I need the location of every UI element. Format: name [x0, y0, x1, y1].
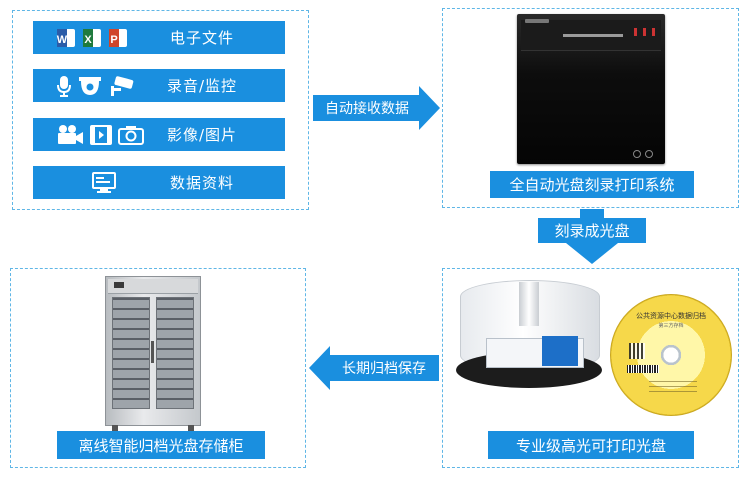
source-label: 电子文件	[169, 29, 234, 47]
cabinet-display	[114, 282, 124, 288]
source-bar-electronic-files: W X P 电子文件	[33, 21, 285, 54]
cabinet-top-panel	[108, 279, 198, 294]
cabinet-foot-left	[112, 425, 118, 431]
disc-title: 公共资源中心数据归档	[636, 312, 706, 320]
arrow-right	[313, 86, 440, 130]
photo-camera-icon	[118, 125, 144, 145]
disc-burner-printer-image	[517, 14, 665, 164]
source-bar-images-pictures: 影像/图片	[33, 118, 285, 151]
printable-disc-image: 公共资源中心数据归档 第三方存档	[610, 294, 732, 416]
svg-text:X: X	[84, 34, 92, 46]
computer-icon	[92, 171, 116, 193]
film-icon	[90, 124, 112, 145]
caption-printer: 全自动光盘刻录打印系统	[490, 171, 694, 198]
source-label: 数据资料	[169, 174, 234, 192]
source-label: 录音/监控	[166, 77, 238, 95]
caption-discs: 专业级高光可打印光盘	[488, 431, 694, 459]
cabinet-right-door	[156, 297, 194, 409]
word-icon: W	[57, 28, 75, 47]
printer-logo	[525, 19, 549, 23]
dome-camera-icon	[79, 76, 101, 95]
spindle-label-stripe	[542, 336, 578, 366]
arrow-label-archive: 长期归档保存	[342, 361, 426, 377]
disc-qr-code	[629, 343, 645, 359]
storage-cabinet-image	[105, 276, 201, 431]
source-bar-data-materials: 数据资料	[33, 166, 285, 199]
svg-text:P: P	[110, 34, 117, 46]
arrow-label-burn: 刻录成光盘	[538, 218, 646, 243]
caption-cabinet: 离线智能归档光盘存储柜	[57, 431, 265, 459]
cabinet-foot-right	[188, 425, 194, 431]
disc-subtitle: 第三方存档	[658, 323, 684, 329]
svg-text:W: W	[57, 34, 68, 46]
indicator-lights	[634, 28, 655, 36]
arrow-left	[309, 346, 439, 390]
arrow-label-receive: 自动接收数据	[325, 101, 409, 117]
video-camera-icon	[58, 124, 83, 144]
source-label: 影像/图片	[166, 126, 238, 144]
discs-panel	[442, 268, 739, 468]
printer-panel	[442, 8, 739, 208]
cabinet-panel	[10, 268, 306, 468]
printer-model-label	[563, 34, 623, 37]
cctv-camera-icon	[111, 75, 134, 96]
data-sources-panel	[12, 10, 309, 210]
cabinet-left-door	[112, 297, 150, 409]
disc-spindle-image	[456, 278, 606, 394]
disc-info-lines	[649, 381, 697, 395]
source-bar-audio-surveillance: 录音/监控	[33, 69, 285, 102]
cabinet-handle	[151, 341, 154, 363]
powerpoint-icon: P	[109, 28, 127, 47]
microphone-icon	[57, 75, 71, 97]
power-button	[633, 150, 653, 158]
disc-barcode	[627, 365, 659, 373]
excel-icon: X	[83, 28, 101, 47]
spindle-center	[519, 282, 539, 326]
